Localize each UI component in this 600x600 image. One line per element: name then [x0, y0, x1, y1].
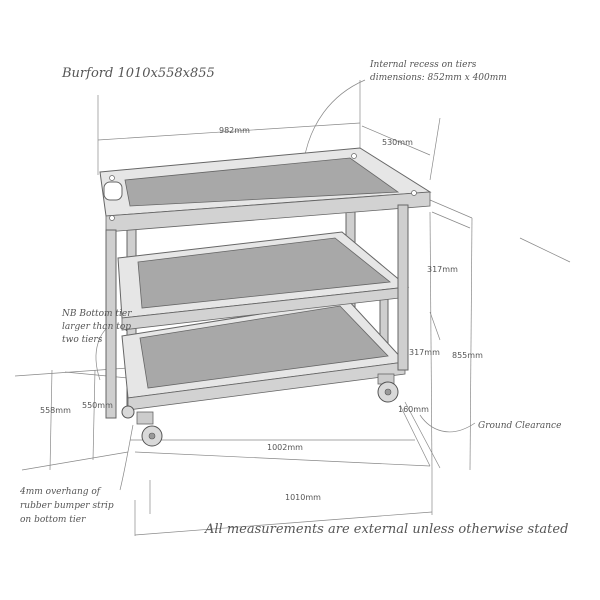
top-tier — [99, 147, 432, 233]
note-overhang-1: 4mm overhang of — [19, 487, 102, 497]
note-internal-recess-2: dimensions: 852mm x 400mm — [370, 73, 507, 83]
note-internal-recess-1: Internal recess on tiers — [369, 60, 477, 70]
handle-cutout — [103, 181, 123, 201]
front-right-post — [397, 204, 409, 371]
bolt-top-left — [109, 175, 115, 181]
bolt-front-right — [411, 190, 417, 196]
dim-bottom-width: 1002mm — [267, 443, 303, 452]
bolt-front-left — [109, 215, 115, 221]
note-bottom-tier-1: NB Bottom tier — [61, 309, 132, 319]
diagram-title: Burford 1010x558x855 — [61, 66, 215, 81]
dim-top-depth: 530mm — [382, 138, 413, 147]
note-bottom-tier-3: two tiers — [62, 335, 103, 345]
bolt-back-right — [351, 153, 357, 159]
dim-tier-gap-lower: 317mm — [409, 348, 440, 357]
note-ground-clearance: Ground Clearance — [478, 421, 561, 431]
front-left-post — [105, 229, 117, 419]
note-bottom-tier-2: larger than top — [62, 322, 131, 332]
dim-top-width: 982mm — [219, 126, 250, 135]
dim-overall-height: 855mm — [452, 351, 483, 360]
dim-bottom-depth: 550mm — [82, 401, 113, 410]
footer-note: All measurements are external unless oth… — [204, 522, 568, 537]
rear-castor — [121, 405, 135, 419]
dim-overall-width: 1010mm — [285, 493, 321, 502]
front-right-castor — [377, 373, 399, 403]
dim-clearance: 160mm — [398, 405, 429, 414]
trolley — [99, 147, 432, 447]
front-left-castor — [136, 411, 163, 447]
dim-tier-gap-upper: 317mm — [427, 265, 458, 274]
note-overhang-2: rubber bumper strip — [20, 501, 114, 511]
dim-overall-depth: 558mm — [40, 406, 71, 415]
note-overhang-3: on bottom tier — [20, 515, 86, 525]
